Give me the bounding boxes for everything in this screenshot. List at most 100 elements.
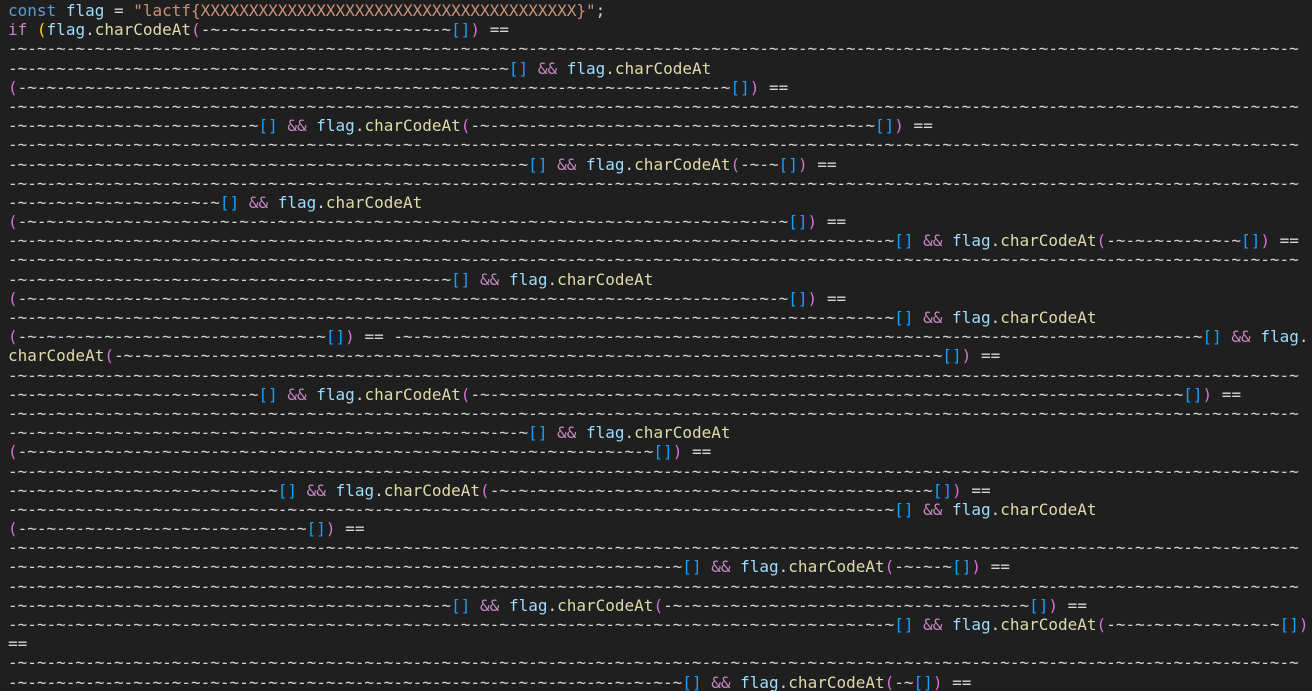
plain-token: [499, 596, 509, 615]
code-line-12[interactable]: (-~-~-~-~-~-~-~-~-~-~-~-~-~-~-~-~-~-~-~-…: [8, 212, 1312, 231]
code-line-7[interactable]: -~-~-~-~-~-~-~-~-~-~-~-~-~[] && flag.cha…: [8, 116, 1312, 135]
square-bracket-token: ]: [287, 480, 297, 500]
square-bracket-token: ]: [740, 77, 750, 97]
code-line-29[interactable]: -~-~-~-~-~-~-~-~-~-~-~-~-~-~-~-~-~-~-~-~…: [8, 538, 1312, 557]
variable-token: flag: [586, 154, 625, 174]
code-line-22[interactable]: -~-~-~-~-~-~-~-~-~-~-~-~-~-~-~-~-~-~-~-~…: [8, 404, 1312, 423]
code-line-17[interactable]: -~-~-~-~-~-~-~-~-~-~-~-~-~-~-~-~-~-~-~-~…: [8, 308, 1312, 327]
code-line-35[interactable]: -~-~-~-~-~-~-~-~-~-~-~-~-~-~-~-~-~-~-~-~…: [8, 653, 1312, 672]
paren-token: (: [884, 672, 895, 691]
paren-token: ): [952, 480, 962, 500]
square-bracket-token: ]: [1212, 327, 1222, 347]
variable-token: flag: [952, 308, 991, 327]
code-line-11[interactable]: -~-~-~-~-~-~-~-~-~-~-~[] && flag.charCod…: [8, 193, 1312, 212]
code-line-3[interactable]: -~-~-~-~-~-~-~-~-~-~-~-~-~-~-~-~-~-~-~-~…: [8, 39, 1312, 58]
square-bracket-token: [: [219, 192, 230, 212]
function-token: charCodeAt: [383, 480, 481, 500]
function-token: charCodeAt: [8, 346, 105, 366]
code-line-27[interactable]: -~-~-~-~-~-~-~-~-~-~-~-~-~-~-~-~-~-~-~-~…: [8, 500, 1312, 519]
paren-token: ): [1202, 384, 1213, 404]
paren-token: ): [807, 212, 818, 232]
paren-token: ): [1260, 231, 1270, 251]
code-line-4[interactable]: -~-~-~-~-~-~-~-~-~-~-~-~-~-~-~-~-~-~-~-~…: [8, 59, 1312, 78]
code-line-18[interactable]: (-~-~-~-~-~-~-~-~-~-~-~-~-~-~-~-~[]) == …: [8, 327, 1312, 346]
plain-token: [268, 193, 278, 212]
code-line-33[interactable]: -~-~-~-~-~-~-~-~-~-~-~-~-~-~-~-~-~-~-~-~…: [8, 615, 1312, 634]
plain-token: [27, 20, 37, 39]
square-bracket-token: [: [1183, 384, 1193, 404]
square-bracket-token: ]: [518, 58, 529, 78]
plain-token: ==: [817, 212, 847, 232]
function-token: charCodeAt: [557, 595, 654, 615]
square-bracket-token: [: [258, 384, 269, 404]
plain-token: [702, 557, 712, 576]
paren-token: (: [191, 20, 201, 40]
operator-run-token: -~-~-~-~-~-~-~-~-~-~-~-~-~-~-~-~-~-~-~-~…: [8, 615, 895, 634]
plain-token: ==: [759, 77, 789, 97]
code-line-10[interactable]: -~-~-~-~-~-~-~-~-~-~-~-~-~-~-~-~-~-~-~-~…: [8, 174, 1312, 193]
square-bracket-token: ]: [903, 308, 914, 327]
plain-token: [730, 557, 740, 576]
operator-run-token: -~-~-~-~-~-~-~-~-~-~-~-~-~-~-~-~-~-~-~-~…: [470, 116, 875, 136]
square-bracket-token: [: [1241, 231, 1251, 251]
plain-token: ;: [595, 1, 606, 20]
plain-token: [1251, 327, 1261, 346]
operator-run-token: -~-~-~-~-~-~-~-~-~-~-~-~-~-~-~-~-~-~-~-~…: [8, 576, 1299, 596]
plain-token: ==: [354, 327, 394, 347]
code-line-28[interactable]: (-~-~-~-~-~-~-~-~-~-~-~-~-~-~-~[]) ==: [8, 519, 1312, 538]
square-bracket-token: ]: [691, 557, 702, 577]
code-line-25[interactable]: -~-~-~-~-~-~-~-~-~-~-~-~-~-~-~-~-~-~-~-~…: [8, 462, 1312, 481]
string-token: "lactf{XXXXXXXXXXXXXXXXXXXXXXXXXXXXXXXXX…: [133, 1, 596, 20]
code-line-24[interactable]: (-~-~-~-~-~-~-~-~-~-~-~-~-~-~-~-~-~-~-~-…: [8, 442, 1312, 461]
plain-token: ==: [942, 672, 972, 691]
code-line-31[interactable]: -~-~-~-~-~-~-~-~-~-~-~-~-~-~-~-~-~-~-~-~…: [8, 577, 1312, 596]
plain-token: ==: [1269, 231, 1299, 251]
plain-token: [297, 481, 307, 500]
plain-token: [278, 385, 288, 404]
operator-run-token: -~-~-~-~-~-~-~-~-~-~-~-~-~-~-~-~-~-~-~-~…: [8, 96, 1299, 116]
code-line-26[interactable]: -~-~-~-~-~-~-~-~-~-~-~-~-~-~[] && flag.c…: [8, 481, 1312, 500]
code-line-34[interactable]: ==: [8, 634, 1312, 653]
square-bracket-token: [: [508, 58, 519, 78]
plain-token: [56, 1, 66, 20]
square-bracket-token: [: [325, 327, 336, 347]
plain-token: [470, 270, 480, 289]
code-line-1[interactable]: const flag = "lactf{XXXXXXXXXXXXXXXXXXXX…: [8, 1, 1312, 20]
plain-token: [942, 231, 952, 250]
operator-run-token: -~-~-~-~-~-~-~-~-~-~-~-~-~-~: [8, 480, 278, 500]
code-line-36[interactable]: -~-~-~-~-~-~-~-~-~-~-~-~-~-~-~-~-~-~-~-~…: [8, 673, 1312, 691]
variable-token: flag: [65, 1, 105, 20]
operator-run-token: -~-~-~-~-~-~-~-~-~-~-~-~-~-~-~-~-~-~-~-~…: [8, 308, 895, 327]
code-line-21[interactable]: -~-~-~-~-~-~-~-~-~-~-~-~-~[] && flag.cha…: [8, 385, 1312, 404]
code-line-19[interactable]: charCodeAt(-~-~-~-~-~-~-~-~-~-~-~-~-~-~-…: [8, 346, 1312, 365]
square-bracket-token: ]: [1038, 595, 1049, 615]
code-line-2[interactable]: if (flag.charCodeAt(-~-~-~-~-~-~-~-~-~-~…: [8, 20, 1312, 39]
code-line-20[interactable]: -~-~-~-~-~-~-~-~-~-~-~-~-~-~-~-~-~-~-~-~…: [8, 366, 1312, 385]
code-line-8[interactable]: -~-~-~-~-~-~-~-~-~-~-~-~-~-~-~-~-~-~-~-~…: [8, 135, 1312, 154]
code-line-30[interactable]: -~-~-~-~-~-~-~-~-~-~-~-~-~-~-~-~-~-~-~-~…: [8, 557, 1312, 576]
paren-token: (: [730, 154, 741, 174]
plain-token: ==: [971, 346, 1001, 366]
code-line-14[interactable]: -~-~-~-~-~-~-~-~-~-~-~-~-~-~-~-~-~-~-~-~…: [8, 250, 1312, 269]
logical-operator-token: &&: [923, 231, 943, 251]
operator-run-token: -~-~-~-~-~-~-~-~-~-~-~-~-~-~-~-~-~-~-~-~…: [8, 595, 452, 615]
code-line-16[interactable]: (-~-~-~-~-~-~-~-~-~-~-~-~-~-~-~-~-~-~-~-…: [8, 289, 1312, 308]
operator-run-token: -~-~-~-~-~-~-~-~-~-~-~-~-~-~-~-~-~-~-~-~…: [8, 154, 529, 174]
plain-token: [307, 116, 317, 135]
code-line-15[interactable]: -~-~-~-~-~-~-~-~-~-~-~-~-~-~-~-~-~-~-~-~…: [8, 270, 1312, 289]
code-line-6[interactable]: -~-~-~-~-~-~-~-~-~-~-~-~-~-~-~-~-~-~-~-~…: [8, 97, 1312, 116]
square-bracket-token: [: [258, 116, 269, 136]
code-line-9[interactable]: -~-~-~-~-~-~-~-~-~-~-~-~-~-~-~-~-~-~-~-~…: [8, 155, 1312, 174]
square-bracket-token: [: [306, 519, 317, 539]
code-line-32[interactable]: -~-~-~-~-~-~-~-~-~-~-~-~-~-~-~-~-~-~-~-~…: [8, 596, 1312, 615]
operator-run-token: -~-~-~-~-~-~-~-~-~-~-~-~-~-~-~-~-~-~-~-~…: [8, 461, 1299, 481]
code-line-23[interactable]: -~-~-~-~-~-~-~-~-~-~-~-~-~-~-~-~-~-~-~-~…: [8, 423, 1312, 442]
logical-operator-token: &&: [287, 384, 307, 404]
square-bracket-token: [: [1202, 327, 1213, 347]
code-line-13[interactable]: -~-~-~-~-~-~-~-~-~-~-~-~-~-~-~-~-~-~-~-~…: [8, 231, 1312, 250]
code-line-5[interactable]: (-~-~-~-~-~-~-~-~-~-~-~-~-~-~-~-~-~-~-~-…: [8, 78, 1312, 97]
operator-run-token: -~-~-~-~-~-~-~-~-~-~-~-~-~-~-~-~-~-~-~-~…: [8, 135, 1299, 155]
square-bracket-token: ]: [316, 519, 326, 539]
